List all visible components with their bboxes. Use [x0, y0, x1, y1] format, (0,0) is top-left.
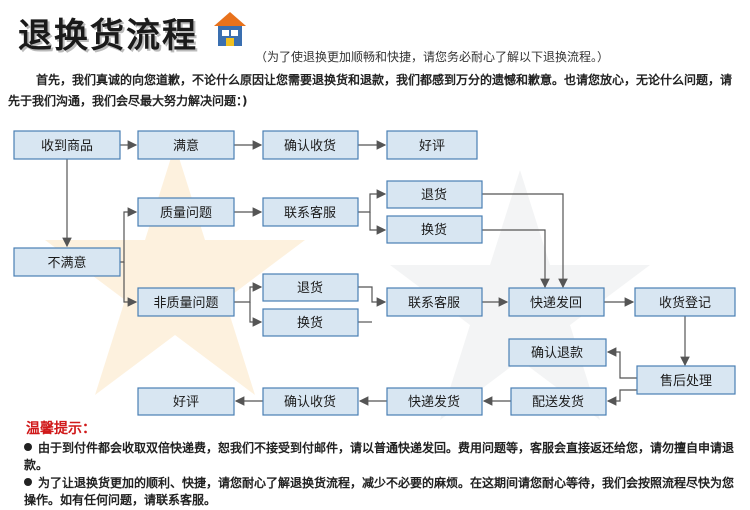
node-good-review-top: 好评: [386, 130, 478, 160]
svg-text:联系客服: 联系客服: [408, 295, 460, 311]
svg-text:换货: 换货: [297, 315, 323, 331]
node-satisfied: 满意: [137, 130, 235, 160]
connectors: [62, 140, 690, 406]
svg-text:确认收货: 确认收货: [284, 138, 336, 154]
node-return-1: 退货: [386, 180, 483, 209]
svg-text:快递发货: 快递发货: [408, 394, 460, 410]
svg-text:退货: 退货: [421, 187, 447, 203]
svg-text:配送发货: 配送发货: [532, 394, 584, 410]
svg-text:好评: 好评: [419, 139, 445, 154]
svg-text:质量问题: 质量问题: [160, 206, 212, 221]
node-deliver-ship: 配送发货: [510, 387, 607, 416]
node-confirm-receipt-top: 确认收货: [262, 130, 359, 160]
svg-text:非质量问题: 非质量问题: [153, 296, 218, 311]
tip-text: 为了让退换货更加的顺利、快捷，请您耐心了解退换货流程，减少不必要的麻烦。在这期间…: [24, 476, 735, 507]
node-received: 收到商品: [13, 130, 121, 160]
svg-text:收货登记: 收货登记: [659, 295, 711, 311]
svg-text:确认收货: 确认收货: [284, 394, 336, 410]
node-exchange-2: 换货: [262, 308, 359, 337]
node-non-quality-issue: 非质量问题: [137, 287, 235, 317]
node-unsatisfied: 不满意: [13, 247, 121, 277]
svg-text:不满意: 不满意: [47, 255, 86, 271]
star-watermark-left: [45, 145, 305, 395]
node-ship-back: 快递发回: [508, 287, 605, 317]
node-quality-issue: 质量问题: [137, 197, 235, 227]
page-title: 退换货流程: [18, 16, 198, 56]
svg-text:确认退款: 确认退款: [531, 346, 583, 361]
svg-text:退货: 退货: [297, 280, 323, 296]
svg-text:联系客服: 联系客服: [284, 205, 336, 221]
svg-text:好评: 好评: [173, 395, 199, 410]
bullet-icon: [24, 478, 32, 486]
tip-item: 为了让退换货更加的顺利、快捷，请您耐心了解退换货流程，减少不必要的麻烦。在这期间…: [24, 475, 744, 509]
node-after-sales: 售后处理: [636, 365, 736, 395]
node-contact-service-2: 联系客服: [386, 287, 483, 317]
node-express-ship: 快递发货: [386, 387, 483, 416]
svg-text:快递发回: 快递发回: [530, 295, 582, 311]
page-subtitle: （为了使退换更加顺畅和快捷，请您务必耐心了解以下退换流程。）: [255, 50, 610, 64]
node-return-2: 退货: [262, 273, 359, 302]
intro-text: 首先，我们真诚的向您道歉，不论什么原因让您需要退换货和退款，我们都感到万分的遗憾…: [8, 73, 733, 108]
bullet-icon: [24, 443, 32, 451]
node-receive-register: 收货登记: [634, 287, 736, 317]
svg-text:换货: 换货: [421, 222, 447, 238]
tips-title: 温馨提示：: [26, 421, 96, 437]
svg-text:收到商品: 收到商品: [41, 139, 93, 154]
svg-text:满意: 满意: [173, 138, 199, 154]
node-confirm-receipt-bottom: 确认收货: [262, 387, 359, 416]
node-good-review-bottom: 好评: [137, 387, 235, 416]
node-confirm-refund: 确认退款: [508, 338, 607, 367]
node-exchange-1: 换货: [386, 215, 483, 244]
house-icon: [214, 12, 246, 46]
tip-item: 由于到付件都会收取双倍快递费，恕我们不接受到付邮件，请以普通快递发回。费用问题等…: [24, 440, 744, 474]
svg-text:售后处理: 售后处理: [660, 373, 712, 389]
tip-text: 由于到付件都会收取双倍快递费，恕我们不接受到付邮件，请以普通快递发回。费用问题等…: [24, 441, 735, 472]
node-contact-service-1: 联系客服: [262, 197, 359, 227]
